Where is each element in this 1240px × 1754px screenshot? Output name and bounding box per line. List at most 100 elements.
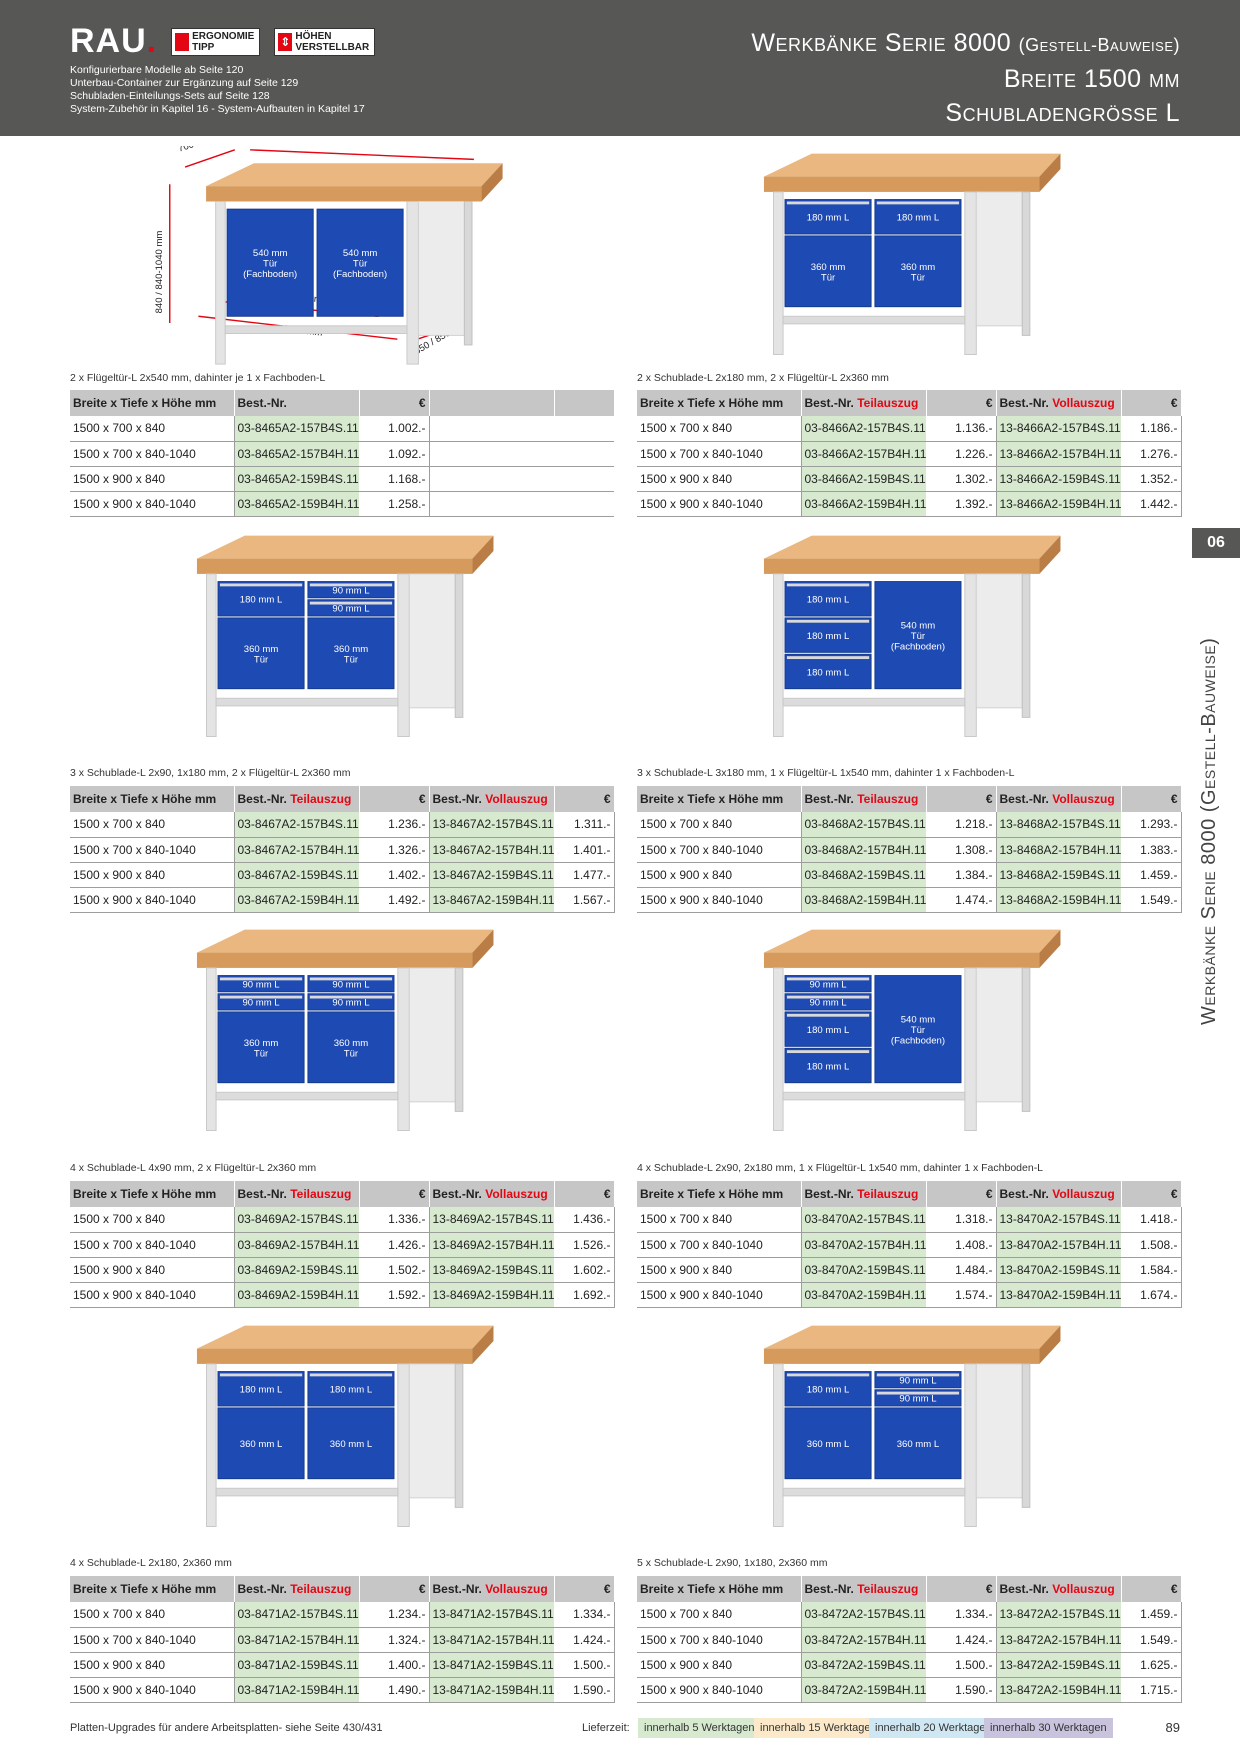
front-label: 90 mm L	[899, 1376, 936, 1387]
cell-price: 1.715.-	[1121, 1677, 1182, 1703]
cell-dimensions: 1500 x 700 x 840	[637, 1602, 801, 1628]
front-label: 180 mm L	[807, 1385, 849, 1396]
bottom-rail	[782, 315, 966, 325]
cell-price: 1.436.-	[554, 1207, 615, 1233]
cell-article-number: 03-8467A2-157B4H.11	[233, 837, 359, 863]
cell-price: 1.311.-	[554, 812, 615, 838]
cabinet-front	[217, 1371, 305, 1407]
cell-price: 1.474.-	[926, 887, 997, 913]
cell-price: 1.500.-	[926, 1652, 997, 1678]
col-header-euro: €	[1121, 390, 1182, 416]
cell-article-number: 13-8469A2-157B4H.11	[428, 1232, 554, 1258]
col-header-euro: €	[1121, 786, 1182, 812]
product-caption: 3 x Schublade-L 2x90, 1x180 mm, 2 x Flüg…	[70, 767, 351, 779]
cell-dimensions: 1500 x 700 x 840	[70, 1602, 234, 1628]
cell-article-number: 13-8472A2-159B4H.11	[995, 1677, 1121, 1703]
hoehen-badge: ⇕ HÖHEN VERSTELLBAR	[274, 27, 376, 56]
leg-rear-right	[463, 201, 473, 346]
cell-article-number: 03-8469A2-159B4H.11	[233, 1282, 359, 1308]
cell-article-number: 13-8467A2-157B4S.11	[428, 812, 554, 838]
side-panel	[975, 967, 1023, 1103]
product-caption: 4 x Schublade-L 4x90 mm, 2 x Flügeltür-L…	[70, 1162, 317, 1174]
leg-front-left	[773, 573, 784, 737]
cabinet-front	[784, 1407, 872, 1480]
worktop-front-edge	[763, 558, 1040, 574]
cell-article-number: 13-8467A2-159B4S.11	[428, 862, 554, 888]
front-label: 90 mm L	[332, 980, 369, 991]
leg-front-left	[773, 1363, 784, 1527]
worktop-front-edge	[763, 1348, 1040, 1364]
cell-article-number: 13-8466A2-159B4S.11	[995, 466, 1121, 492]
cell-article-number: 13-8472A2-159B4S.11	[995, 1652, 1121, 1678]
page-number: 89	[1165, 1720, 1180, 1735]
front-label: 90 mm L	[332, 586, 369, 597]
cell-article-number: 03-8467A2-159B4H.11	[233, 887, 359, 913]
cell-article-number: 03-8465A2-157B4H.11	[233, 441, 359, 467]
cell-empty	[429, 491, 554, 517]
cabinet-front	[784, 653, 872, 690]
front-label: 180 mm L	[807, 667, 849, 678]
drawer-handle-strip	[786, 995, 870, 999]
cell-price: 1.442.-	[1121, 491, 1182, 517]
cell-price: 1.308.-	[926, 837, 997, 863]
footer-note: Platten-Upgrades für andere Arbeitsplatt…	[70, 1722, 383, 1734]
cell-price: 1.492.-	[359, 887, 430, 913]
col-header-best-teil: Best.-Nr. Teilauszug	[234, 1181, 360, 1207]
drawer-handle-strip	[309, 977, 393, 981]
dim-label-height: 840 / 840-1040 mm	[154, 231, 165, 314]
cell-dimensions: 1500 x 900 x 840-1040	[637, 1677, 801, 1703]
worktop-surface	[196, 535, 494, 559]
cell-price: 1.477.-	[554, 862, 615, 888]
cell-price: 1.352.-	[1121, 466, 1182, 492]
side-panel	[408, 1363, 456, 1499]
cell-article-number: 03-8468A2-159B4H.11	[800, 887, 926, 913]
col-header-best-voll: Best.-Nr. Vollauszug	[429, 1576, 555, 1602]
product-caption: 4 x Schublade-L 2x90, 2x180 mm, 1 x Flüg…	[637, 1162, 1044, 1174]
col-header-euro: €	[554, 786, 615, 812]
front-label: 180 mm L	[807, 631, 849, 642]
cell-article-number: 03-8469A2-157B4H.11	[233, 1232, 359, 1258]
cabinet-front	[217, 1011, 305, 1084]
cell-dimensions: 1500 x 900 x 840	[70, 1652, 234, 1678]
cabinet-front	[784, 235, 872, 308]
cell-article-number: 13-8467A2-157B4H.11	[428, 837, 554, 863]
chapter-number: 06	[1192, 528, 1240, 558]
bottom-rail	[215, 1091, 399, 1101]
cell-article-number: 03-8471A2-159B4H.11	[233, 1677, 359, 1703]
cabinet-front	[307, 617, 395, 690]
cabinet-front	[217, 1407, 305, 1480]
col-header-best-teil: Best.-Nr. Teilauszug	[801, 1576, 927, 1602]
cell-article-number: 13-8469A2-157B4S.11	[428, 1207, 554, 1233]
cell-price: 1.293.-	[1121, 812, 1182, 838]
cell-dimensions: 1500 x 700 x 840-1040	[637, 837, 801, 863]
dim-label-width: 1500 mm	[350, 146, 390, 149]
col-header-dims: Breite x Tiefe x Höhe mm	[637, 1576, 802, 1602]
front-label: 90 mm L	[242, 980, 279, 991]
front-label: 180 mm L	[807, 213, 849, 224]
col-header-best-teil: Best.-Nr. Teilauszug	[801, 786, 927, 812]
cell-dimensions: 1500 x 700 x 840	[637, 1207, 801, 1233]
product-caption: 4 x Schublade-L 2x180, 2x360 mm	[70, 1557, 232, 1569]
cell-empty	[429, 466, 554, 492]
cell-empty	[429, 441, 554, 467]
side-panel	[408, 967, 456, 1103]
cell-article-number: 13-8468A2-157B4S.11	[995, 812, 1121, 838]
drawer-handle-strip	[786, 1050, 870, 1054]
cell-article-number: 03-8471A2-157B4S.11	[233, 1602, 359, 1628]
dim-label-depth: 700 / 900 mm	[177, 146, 236, 155]
cell-price: 1.168.-	[359, 466, 430, 492]
